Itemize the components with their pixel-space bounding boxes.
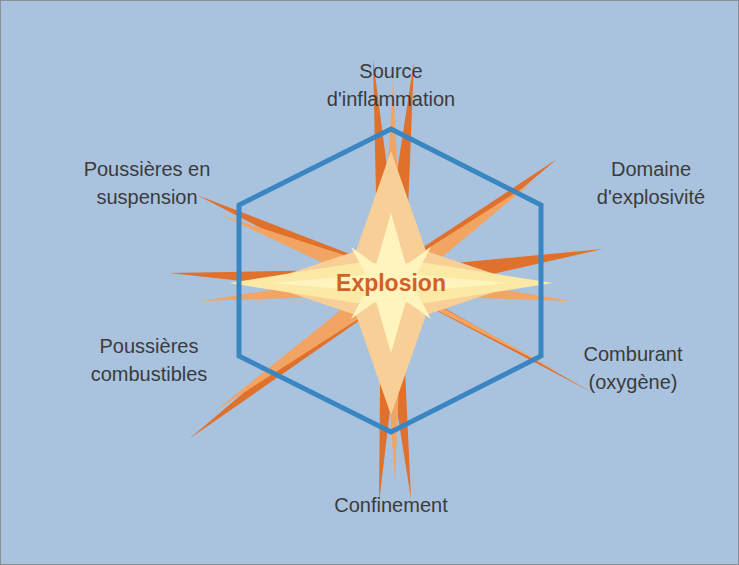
core-text: Explosion <box>336 270 446 297</box>
explosion-core: Explosion <box>328 266 454 301</box>
core-star <box>271 213 511 353</box>
glow <box>261 151 521 415</box>
outer-spikes <box>169 59 603 503</box>
factor-label: Poussières combustibles <box>82 332 217 388</box>
factor-label: Domaine d'explosivité <box>569 155 734 211</box>
hexagon-outline <box>239 129 541 432</box>
factor-label: Poussières en suspension <box>72 155 222 211</box>
factor-label: Confinement <box>291 491 491 519</box>
inner-spikes <box>201 81 571 481</box>
factor-label: Comburant (oxygène) <box>563 340 703 396</box>
factor-label: Source d'inflammation <box>309 57 474 113</box>
